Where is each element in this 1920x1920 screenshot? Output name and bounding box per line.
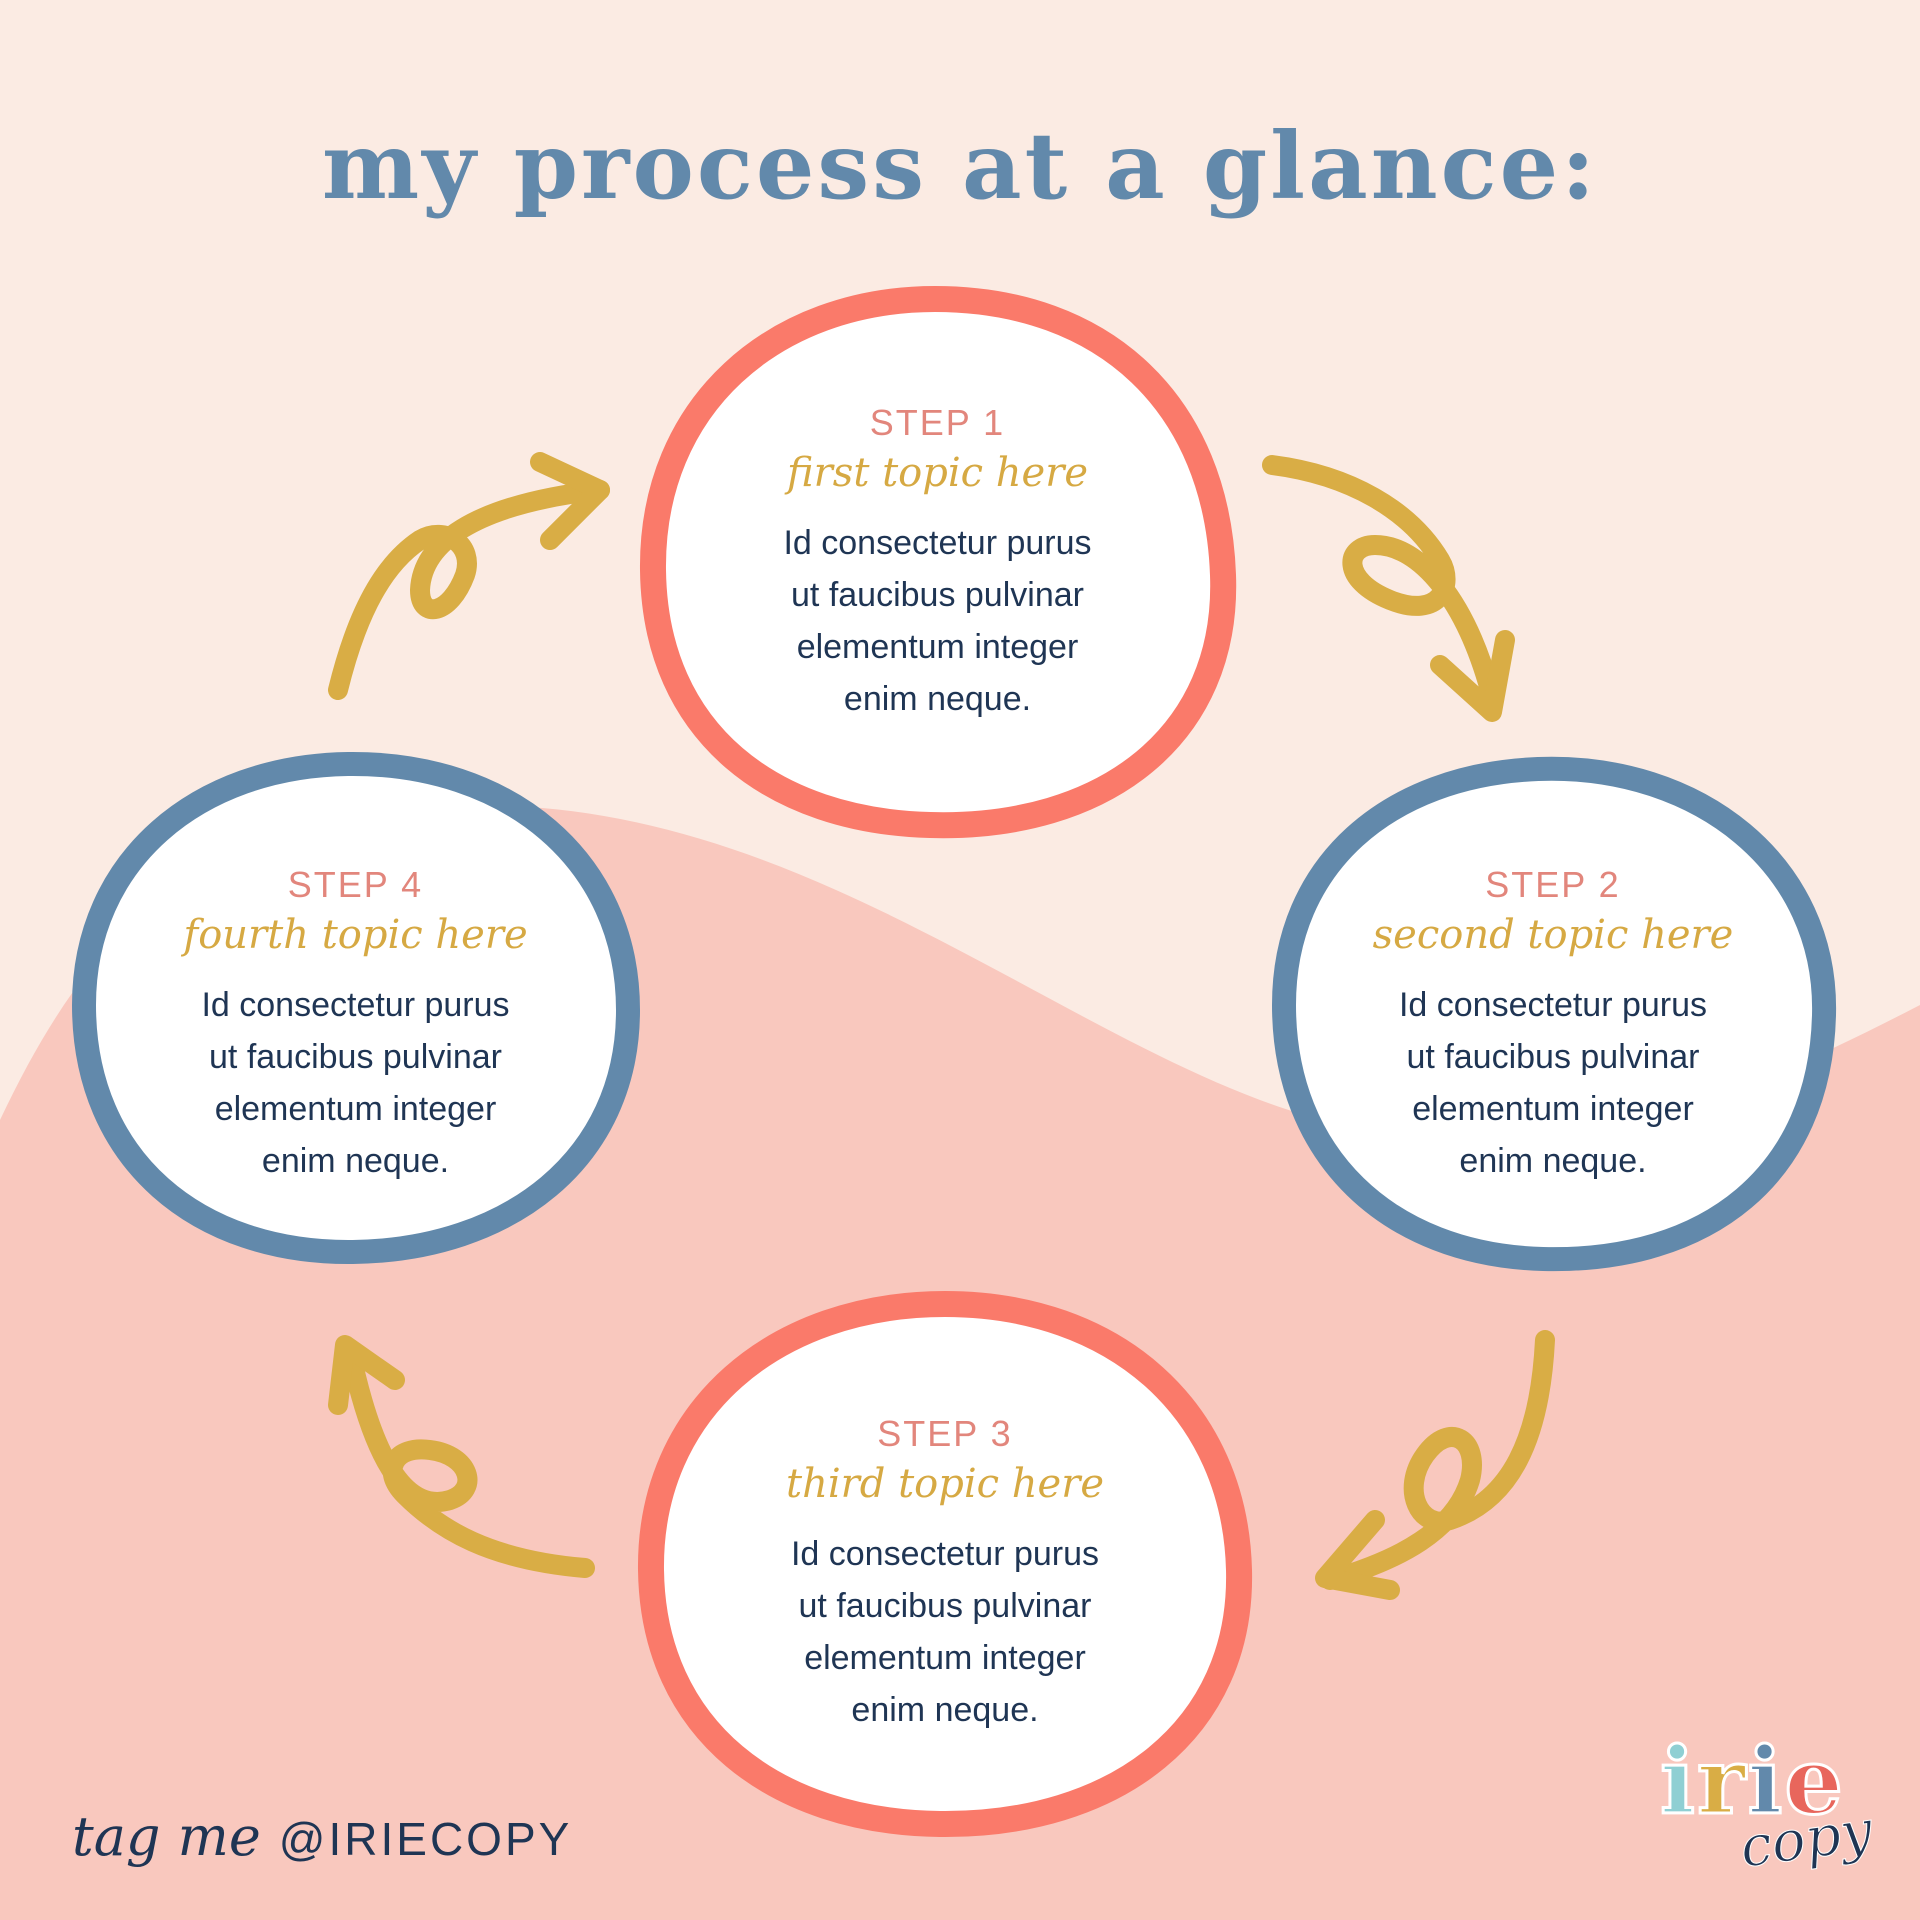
- step-4-topic: fourth topic here: [183, 911, 528, 958]
- logo-letter-1: i: [1659, 1727, 1697, 1835]
- step-2-ring: [1271, 756, 1837, 1272]
- step-4-circle: STEP 4 fourth topic here Id consectetur …: [68, 750, 643, 1270]
- looped-arrow-icon-1-to-2: [1262, 455, 1515, 722]
- logo-letter-3: i: [1746, 1727, 1785, 1835]
- logo-letter-4: e: [1783, 1727, 1845, 1835]
- brand-logo: irie copy: [1659, 1734, 1890, 1885]
- step-3-ring: [637, 1290, 1253, 1838]
- looped-arrow-icon-4-to-1: [328, 452, 610, 700]
- logo-word: irie: [1659, 1734, 1845, 1829]
- step-3-circle: STEP 3 third topic here Id consectetur p…: [635, 1290, 1255, 1840]
- step-4-label: STEP 4: [287, 864, 424, 905]
- step-3-label: STEP 3: [877, 1413, 1013, 1454]
- looped-arrow-icon-3-to-4: [328, 1335, 595, 1578]
- step-2-description: Id consectetur purus ut faucibus pulvina…: [1398, 985, 1708, 1180]
- logo-letter-2: r: [1695, 1727, 1748, 1835]
- step-2-circle: STEP 2 second topic here Id consectetur …: [1268, 755, 1838, 1275]
- step-1-ring: [639, 285, 1237, 839]
- step-4-description: Id consectetur purus ut faucibus pulvina…: [201, 985, 510, 1180]
- looped-arrow-icon-2-to-3: [1315, 1330, 1555, 1600]
- step-3-topic: third topic here: [786, 1460, 1104, 1507]
- step-1-topic: first topic here: [786, 449, 1088, 496]
- social-handle: @IRIECOPY: [278, 1813, 573, 1865]
- step-4-ring: [71, 751, 641, 1265]
- step-2-label: STEP 2: [1485, 864, 1621, 905]
- step-1-description: Id consectetur purus ut faucibus pulvina…: [783, 523, 1092, 718]
- social-tag: tag me @IRIECOPY: [72, 1805, 572, 1868]
- step-1-circle: STEP 1 first topic here Id consectetur p…: [635, 285, 1240, 840]
- tag-me-script: tag me: [72, 1805, 261, 1868]
- step-1-label: STEP 1: [869, 402, 1006, 443]
- page-title: my process at a glance:: [321, 112, 1599, 220]
- step-3-description: Id consectetur purus ut faucibus pulvina…: [790, 1534, 1100, 1729]
- step-2-topic: second topic here: [1372, 911, 1734, 958]
